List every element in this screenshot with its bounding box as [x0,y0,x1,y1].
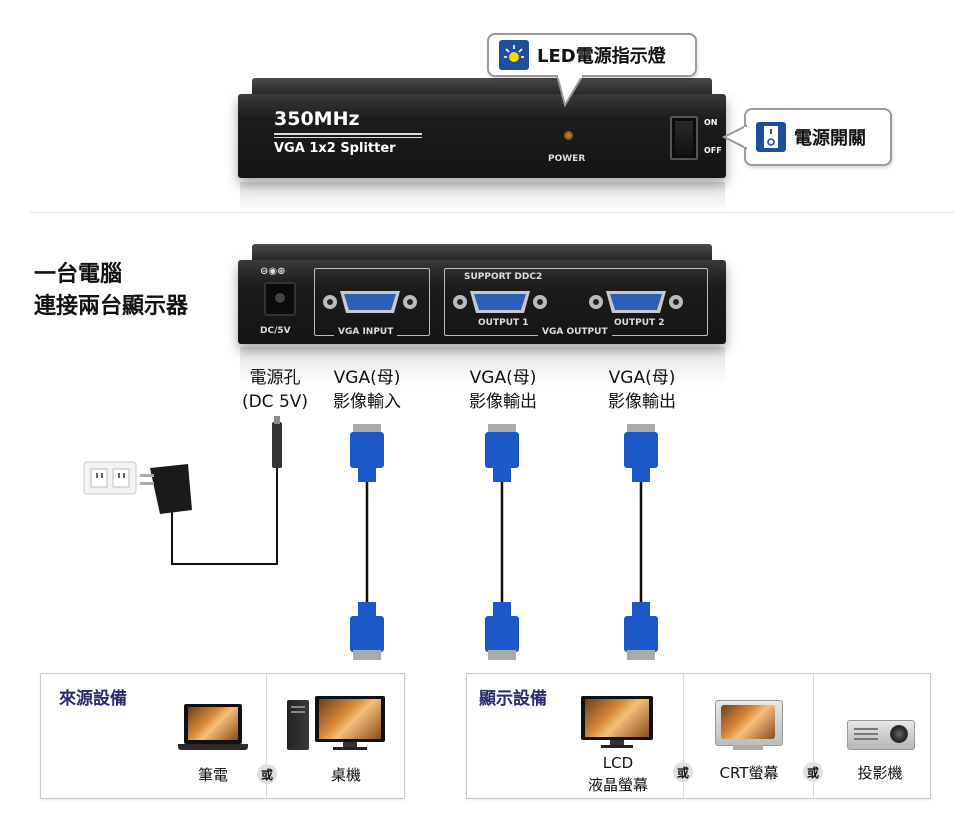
source-panel-title: 來源設備 [59,689,127,709]
power-adapter [140,416,282,565]
display-or-1: 或 [673,762,693,782]
power-label: POWER [548,154,586,164]
front-device-top [252,78,712,96]
port-label-output2-l1: VGA(母) [608,368,676,388]
port-label-output1-l1: VGA(母) [469,368,537,388]
port-label-dc: 電源孔 (DC 5V) [232,366,318,414]
output1-label: OUTPUT 1 [478,318,529,328]
power-callout-pointer [722,124,748,150]
power-led [564,131,573,140]
led-icon [499,40,529,70]
port-label-dc-l1: 電源孔 [249,368,301,388]
source-or: 或 [257,764,277,784]
heading-line-2: 連接兩台顯示器 [34,294,189,319]
power-switch[interactable] [670,116,698,160]
vga-port-output2 [589,291,683,313]
dc-label: DC/5V [260,326,291,336]
display-panel-title: 顯示設備 [479,689,547,709]
desktop-tower-icon [287,700,309,750]
heading-line-1: 一台電腦 [34,262,123,287]
source-divider [266,674,267,798]
port-label-output1-l2: 影像輸出 [469,392,537,412]
display-divider-2 [813,674,814,798]
wall-outlet-icon [83,461,137,495]
output2-label: OUTPUT 2 [614,318,665,328]
desktop-caption: 桌機 [330,766,361,784]
notebook-caption: 筆電 [197,766,228,784]
power-switch-callout-text: 電源開關 [794,128,866,149]
display-or-2: 或 [803,762,823,782]
vga-cable-input [350,424,384,660]
vga-port-output1 [453,291,547,313]
port-label-input-l1: VGA(母) [333,368,401,388]
switch-on-label: ON [704,118,718,127]
port-label-output2: VGA(母) 影像輸出 [597,366,687,414]
front-device: 350MHz VGA 1x2 Splitter POWER ON OFF [238,94,726,178]
dc-jack [264,282,296,316]
switch-rocker [675,121,693,155]
front-model: VGA 1x2 Splitter [274,141,396,156]
projector-caption: 投影機 [857,764,903,782]
back-device-reflection [240,347,725,387]
projector-icon [847,720,915,750]
desktop-monitor-icon [315,696,385,750]
back-device: ⊖◉⊕ DC/5V VGA INPUT SUPPORT DDC2 OUTPUT … [238,260,726,344]
vga-cable-output1 [485,424,519,660]
lcd-caption-l2: 液晶螢幕 [587,776,648,794]
switch-icon [756,122,786,152]
lcd-caption-l1: LCD [602,754,634,772]
switch-off-label: OFF [704,146,722,155]
power-switch-callout: 電源開關 [744,108,892,166]
port-label-output1: VGA(母) 影像輸出 [458,366,548,414]
section-divider [30,212,954,213]
led-callout: LED電源指示燈 [487,33,697,77]
display-panel: 顯示設備 LCD 液晶螢幕 或 CRT螢幕 或 投影機 [466,673,931,799]
vga-input-label: VGA INPUT [334,327,398,337]
lcd-monitor-icon [581,696,653,748]
crt-monitor-icon [715,700,783,750]
dc-polarity-icon: ⊖◉⊕ [260,266,286,277]
led-callout-pointer [555,75,585,107]
back-device-top [252,244,712,262]
notebook-icon [178,704,248,752]
vga-output-label: VGA OUTPUT [538,327,612,337]
port-label-input-l2: 影像輸入 [333,392,401,412]
port-label-input: VGA(母) 影像輸入 [322,366,412,414]
front-underline-1 [274,133,422,135]
port-label-dc-l2: (DC 5V) [241,392,309,412]
front-underline-2 [274,137,422,138]
led-callout-text: LED電源指示燈 [537,46,666,67]
front-device-reflection [240,182,725,212]
support-ddc2-label: SUPPORT DDC2 [464,272,543,282]
lcd-caption: LCD 液晶螢幕 [573,752,663,796]
display-divider-1 [683,674,684,798]
source-panel: 來源設備 筆電 或 桌機 [40,673,405,799]
crt-caption: CRT螢幕 [719,764,779,782]
port-label-output2-l2: 影像輸出 [608,392,676,412]
vga-cable-output2 [624,424,658,660]
vga-port-input [323,291,417,313]
front-freq: 350MHz [274,108,360,130]
